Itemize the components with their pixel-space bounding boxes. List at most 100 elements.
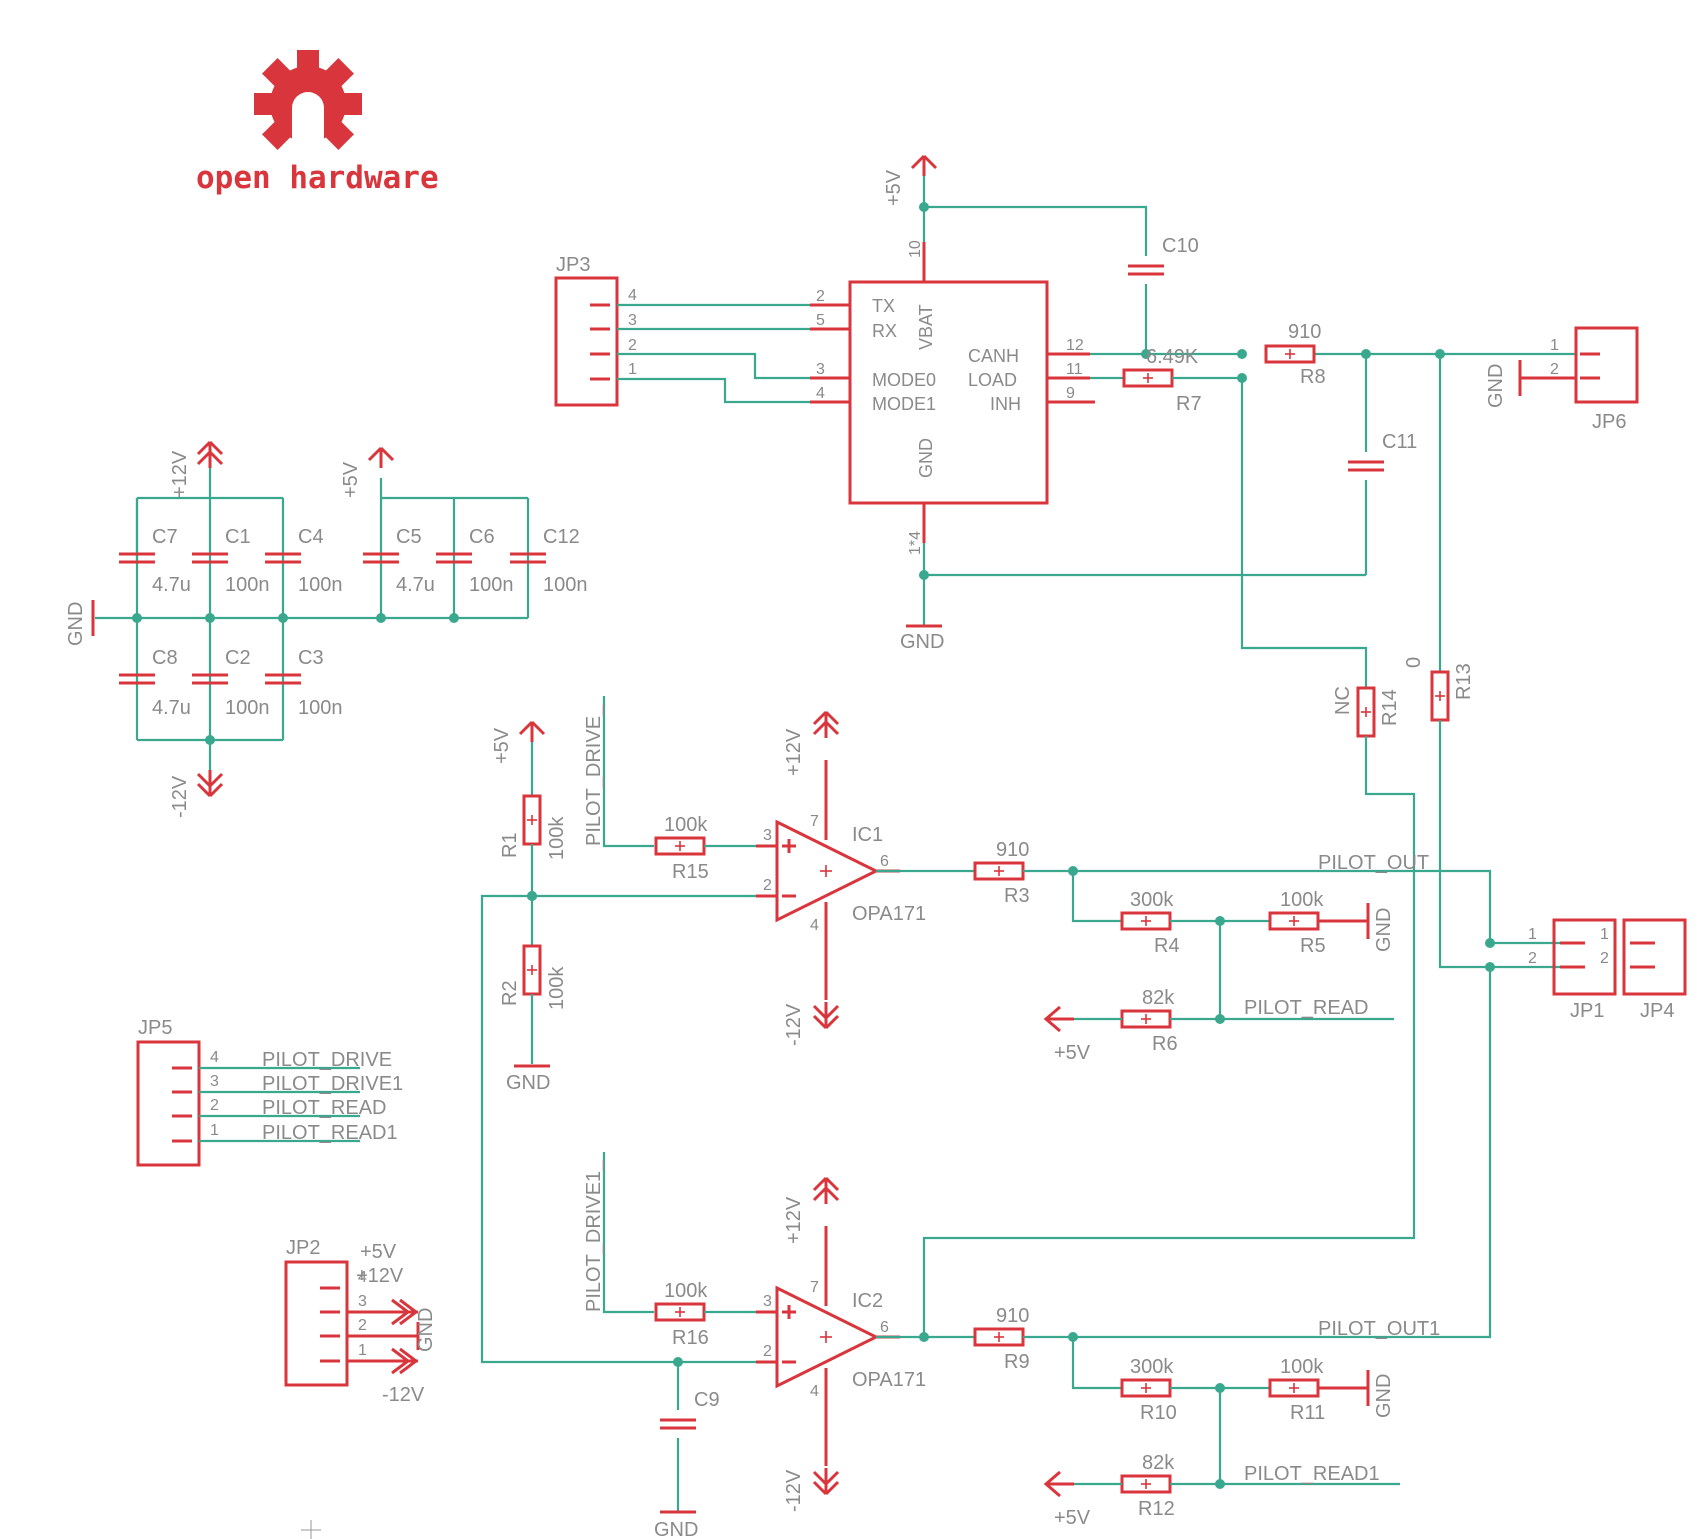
jp6-pin-1: 1 [1550, 337, 1559, 354]
minus12v-arrow-icon [196, 768, 224, 798]
ic2-pin-6: 6 [880, 1319, 889, 1336]
jp5-pin-4: 4 [210, 1049, 219, 1066]
res-name-r3: R3 [1004, 885, 1030, 907]
can-pin-tx: TX [872, 296, 895, 316]
ic2-pin-2: 2 [763, 1343, 772, 1360]
cap-value-c12: 100n [543, 574, 588, 596]
label-m12v-ic2: -12V [783, 1469, 805, 1512]
jp5-net-pilot-drive1: PILOT_DRIVE1 [262, 1073, 403, 1095]
ic2-name: IC2 [852, 1290, 883, 1312]
can-pin-num-12: 12 [1066, 337, 1084, 354]
res-name-r6: R6 [1152, 1033, 1178, 1055]
jp2-connector: JP2 4 3 2 1 +5V +12V GND -12V [284, 1237, 437, 1406]
res-name-r2: R2 [499, 980, 521, 1006]
label-gnd-r11: GND [1373, 1374, 1395, 1418]
jp2-pin-3: 3 [358, 1293, 367, 1310]
res-name-r10: R10 [1140, 1402, 1177, 1424]
res-name-r4: R4 [1154, 935, 1180, 957]
can-pin-num-1x4: 1*4 [907, 531, 924, 555]
cap-value-c7: 4.7u [152, 574, 191, 596]
jp5-pin-1: 1 [210, 1122, 219, 1139]
cap-name-c7: C7 [152, 526, 178, 548]
res-value-r16: 100k [664, 1280, 708, 1302]
net-pilot-out1: PILOT_OUT1 [1318, 1318, 1440, 1340]
label-gnd-jp6: GND [1485, 364, 1507, 408]
label-p5v-a: +5V [340, 461, 362, 498]
cap-name-c12: C12 [543, 526, 580, 548]
cap-name-c8: C8 [152, 647, 178, 669]
label-gnd-c9: GND [654, 1519, 698, 1539]
ic1-pin-6: 6 [880, 853, 889, 870]
jp4-pin-1: 1 [1600, 926, 1609, 943]
jp1-pin-2: 2 [1528, 950, 1537, 967]
jp2-pin-1: 1 [358, 1342, 367, 1359]
opamp-ic1 [775, 819, 880, 923]
label-p12v-ic1: +12V [783, 728, 805, 776]
res-value-r3: 910 [996, 839, 1029, 861]
jp3-pin-3: 3 [628, 312, 637, 329]
plus12v-ic1-arrow-icon [812, 710, 840, 740]
ic1-pin-7: 7 [810, 813, 819, 830]
res-value-r13: 0 [1403, 657, 1425, 668]
res-name-r1: R1 [499, 832, 521, 858]
res-name-r9: R9 [1004, 1351, 1030, 1373]
cap-value-c4: 100n [298, 574, 343, 596]
jp6-pin-2: 2 [1550, 361, 1559, 378]
jp2-pin-2: 2 [358, 1317, 367, 1334]
net-pilot-out: PILOT_OUT [1318, 852, 1429, 874]
plus5v-top-arrow-icon [910, 154, 938, 178]
cap-value-c2: 100n [225, 697, 270, 719]
can-pin-canh: CANH [968, 346, 1019, 366]
cap-name-c5: C5 [396, 526, 422, 548]
opamp-ic2 [775, 1285, 880, 1389]
net-pilot-read: PILOT_READ [1244, 997, 1368, 1019]
jp2-net-m12v: -12V [382, 1384, 425, 1406]
can-pin-num-2: 2 [816, 288, 825, 305]
res-name-r14: R14 [1379, 689, 1401, 726]
cap-name-c10: C10 [1162, 235, 1199, 257]
jp5-pin-2: 2 [210, 1097, 219, 1114]
can-pin-num-10: 10 [907, 240, 924, 258]
can-pin-load: LOAD [968, 370, 1017, 390]
can-transceiver-ic [848, 280, 1049, 505]
res-name-r7: R7 [1176, 393, 1202, 415]
can-pin-num-3: 3 [816, 361, 825, 378]
res-value-r4: 300k [1130, 889, 1174, 911]
can-pin-inh: INH [990, 394, 1021, 414]
res-value-r14: NC [1332, 686, 1354, 715]
res-name-r12: R12 [1138, 1498, 1175, 1520]
res-name-r11: R11 [1290, 1402, 1325, 1424]
jp5-name: JP5 [138, 1017, 172, 1039]
res-value-r15: 100k [664, 814, 708, 836]
plus5v-r1-arrow-icon [518, 720, 546, 744]
jp2-pin-4: 4 [358, 1269, 367, 1286]
can-pin-vbat: VBAT [916, 304, 936, 350]
plus5v-arrow-icon [367, 446, 395, 470]
jp1-name: JP1 [1570, 1000, 1604, 1022]
decoupling-bank: +12V +5V -12V GND C7 C1 C4 C5 C6 C12 4.7… [65, 440, 588, 818]
label-m12v-ic1: -12V [783, 1003, 805, 1046]
res-value-r7: 6.49K [1146, 346, 1199, 368]
res-name-r8: R8 [1300, 366, 1326, 388]
jp4-name: JP4 [1640, 1000, 1674, 1022]
res-name-r5: R5 [1300, 935, 1326, 957]
jp1-pin-1: 1 [1528, 926, 1537, 943]
gear-icon [254, 50, 362, 158]
output-connectors: 1 2 JP1 1 2 JP4 [1528, 918, 1687, 1022]
cap-name-c3: C3 [298, 647, 324, 669]
open-hardware-logo: open hardware [196, 50, 439, 196]
minus12v-ic1-arrow-icon [812, 1000, 840, 1030]
label-m12v-a: -12V [169, 775, 191, 818]
label-gnd-can: GND [900, 631, 944, 653]
label-gnd-left: GND [65, 602, 87, 646]
jp4-pin-2: 2 [1600, 950, 1609, 967]
jp3-pin-4: 4 [628, 287, 637, 304]
ic1-pin-4: 4 [810, 917, 819, 934]
label-p5v-r6: +5V [1054, 1042, 1091, 1064]
label-p12v-ic2: +12V [783, 1196, 805, 1244]
net-pilot-drive: PILOT_DRIVE_ [583, 704, 605, 846]
jp5-net-pilot-read: PILOT_READ [262, 1097, 386, 1119]
res-value-r2: 100k [546, 966, 568, 1010]
ic2-part: OPA171 [852, 1369, 926, 1391]
